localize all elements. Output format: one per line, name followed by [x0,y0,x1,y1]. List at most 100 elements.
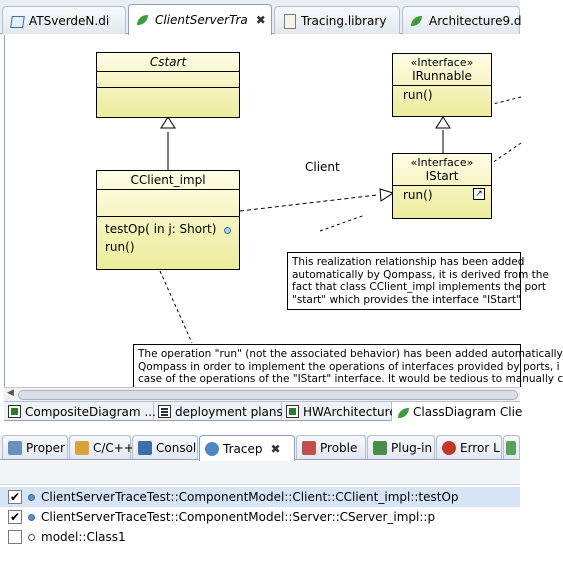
problems-icon [302,440,316,455]
close-icon[interactable]: ✖ [270,441,281,456]
view-tab-label: C/C++ [93,440,134,455]
interface-irunnable[interactable]: «Interface» IRunnable run() [392,53,492,117]
checkbox[interactable]: ✔ [8,510,22,524]
note-line: The operation "run" (not the associated … [138,348,563,360]
diagram-tab-hwarchitecture[interactable]: HWArchitecture [282,402,397,421]
view-tab-label: Error L [460,440,500,455]
list-item[interactable]: model::Class1 [0,527,520,547]
checkbox[interactable]: ✔ [8,490,22,504]
diagram-tab-deployment[interactable]: deployment plans [154,402,283,421]
operation-label: run() [105,240,135,254]
tracepoint-icon [28,513,35,521]
operation-run[interactable]: run() [97,238,239,256]
checkbox[interactable] [8,530,22,544]
view-tab-cpp[interactable]: C/C++ [69,435,134,459]
view-tab-problems[interactable]: Proble [296,435,366,459]
view-tab-properties[interactable]: Proper [2,435,68,459]
console-icon [138,440,152,455]
note-line: fact that class CClient_impl implements … [292,281,547,293]
generalization-arrowhead [435,116,451,129]
offscreen-link [488,96,522,106]
operation-label: run() [403,88,433,102]
view-tab-overflow[interactable] [503,435,520,459]
list-item-label: ClientServerTraceTest::ComponentModel::S… [41,510,436,524]
note-operation[interactable]: The operation "run" (not the associated … [133,344,563,387]
diagram-tab-bar: CompositeDiagram ... deployment plans HW… [4,401,523,421]
note-anchor-link [159,270,193,344]
attribute-compartment [97,190,239,217]
editor-tab-atsverden[interactable]: ATSverdeN.di [2,6,126,34]
class-name: Cstart [97,53,239,72]
diagram-icon [9,13,25,29]
diagram-tab-label: ClassDiagram Clie [413,404,523,419]
composite-diagram-icon [8,405,21,418]
view-tab-console[interactable]: Consol [132,435,198,459]
port-label: Client [305,160,340,174]
overflow-icon [506,440,516,455]
note-line: automatically by Qompass, it is derived … [292,268,549,281]
class-name: CClient_impl [97,171,239,190]
operation-label: testOp( in j: Short) [105,222,217,236]
leaf-icon [135,12,151,28]
stereotype-label: «Interface» [410,56,474,69]
trace-icon [205,441,219,456]
editor-tab-architecture9[interactable]: Architecture9.d [402,6,522,34]
list-item[interactable]: ✔ ClientServerTraceTest::ComponentModel:… [0,487,520,507]
view-tab-label: Proper [26,440,65,455]
document-icon [281,13,297,29]
operation-run[interactable]: run() [393,86,491,104]
list-item-label: ClientServerTraceTest::ComponentModel::C… [41,490,459,504]
editor-tab-clientservertrace[interactable]: ClientServerTra ✖ [128,4,272,35]
tracepoint-icon [28,493,35,501]
diagram-connectors [159,96,522,344]
note-line: "start" which provides the interface "IS… [292,293,521,306]
view-tab-plugins[interactable]: Plug-in [367,435,435,459]
scrollbar-thumb[interactable] [18,390,518,400]
diagram-tab-label: deployment plans [175,404,283,419]
close-icon[interactable]: ✖ [255,13,266,27]
navigate-shortcut-icon[interactable]: ↗ [473,188,485,200]
note-line: case of the operations of the "IStart" i… [138,373,563,385]
editor-tab-bar: ATSverdeN.di ClientServerTra ✖ Tracing.l… [0,0,522,35]
interface-istart[interactable]: «Interface» IStart run() ↗ [392,153,492,219]
composite-diagram-icon [286,405,299,418]
plugin-icon [373,440,387,455]
operation-testop[interactable]: testOp( in j: Short) [97,220,239,238]
realization-link[interactable] [239,194,378,212]
list-item-label: model::Class1 [41,530,126,544]
diagram-tab-label: CompositeDiagram ... [25,404,156,419]
editor-tab-tracing-library[interactable]: Tracing.library [274,6,400,34]
panel-toolbar [0,461,520,485]
view-tab-label: Proble [320,440,358,455]
class-cclient-impl[interactable]: CClient_impl testOp( in j: Short) run() [96,170,240,270]
editor-tab-label: Tracing.library [301,13,387,28]
interface-name: IStart [425,169,459,183]
interface-header: «Interface» IStart [393,154,491,186]
operation-run[interactable]: run() [393,186,491,204]
list-item[interactable]: ✔ ClientServerTraceTest::ComponentModel:… [0,507,520,527]
editor-tab-label: Architecture9.d [429,13,522,28]
note-realization[interactable]: This realization relationship has been a… [287,252,549,310]
generalization-arrowhead [160,116,176,129]
view-tab-tracepoints[interactable]: Tracep ✖ [199,435,295,461]
scroll-left-icon[interactable]: ◀ [7,388,14,398]
port-icon [224,227,231,234]
view-tab-label: Plug-in [391,440,433,455]
view-tab-error-log[interactable]: Error L [436,435,502,459]
view-tab-label: Tracep [223,441,263,456]
cpp-icon [75,440,89,455]
interface-name: IRunnable [412,69,472,83]
deployment-diagram-icon [158,405,171,418]
diagram-tab-label: HWArchitecture [303,404,397,419]
view-tab-label: Consol [156,440,197,455]
leaf-icon [409,13,425,29]
spacer [0,421,520,435]
editor-tab-label: ClientServerTra [155,13,248,27]
diagram-tab-composite[interactable]: CompositeDiagram ... [4,402,156,421]
horizontal-scrollbar[interactable]: ◀ [4,387,520,401]
note-anchor-link [319,214,366,232]
diagram-tab-classdiagram[interactable]: ClassDiagram Clie [392,402,523,421]
stereotype-label: «Interface» [410,156,474,169]
class-diagram-canvas[interactable]: Cstart CClient_impl testOp( in j: Short)… [4,35,563,387]
class-cstart[interactable]: Cstart [96,52,240,118]
